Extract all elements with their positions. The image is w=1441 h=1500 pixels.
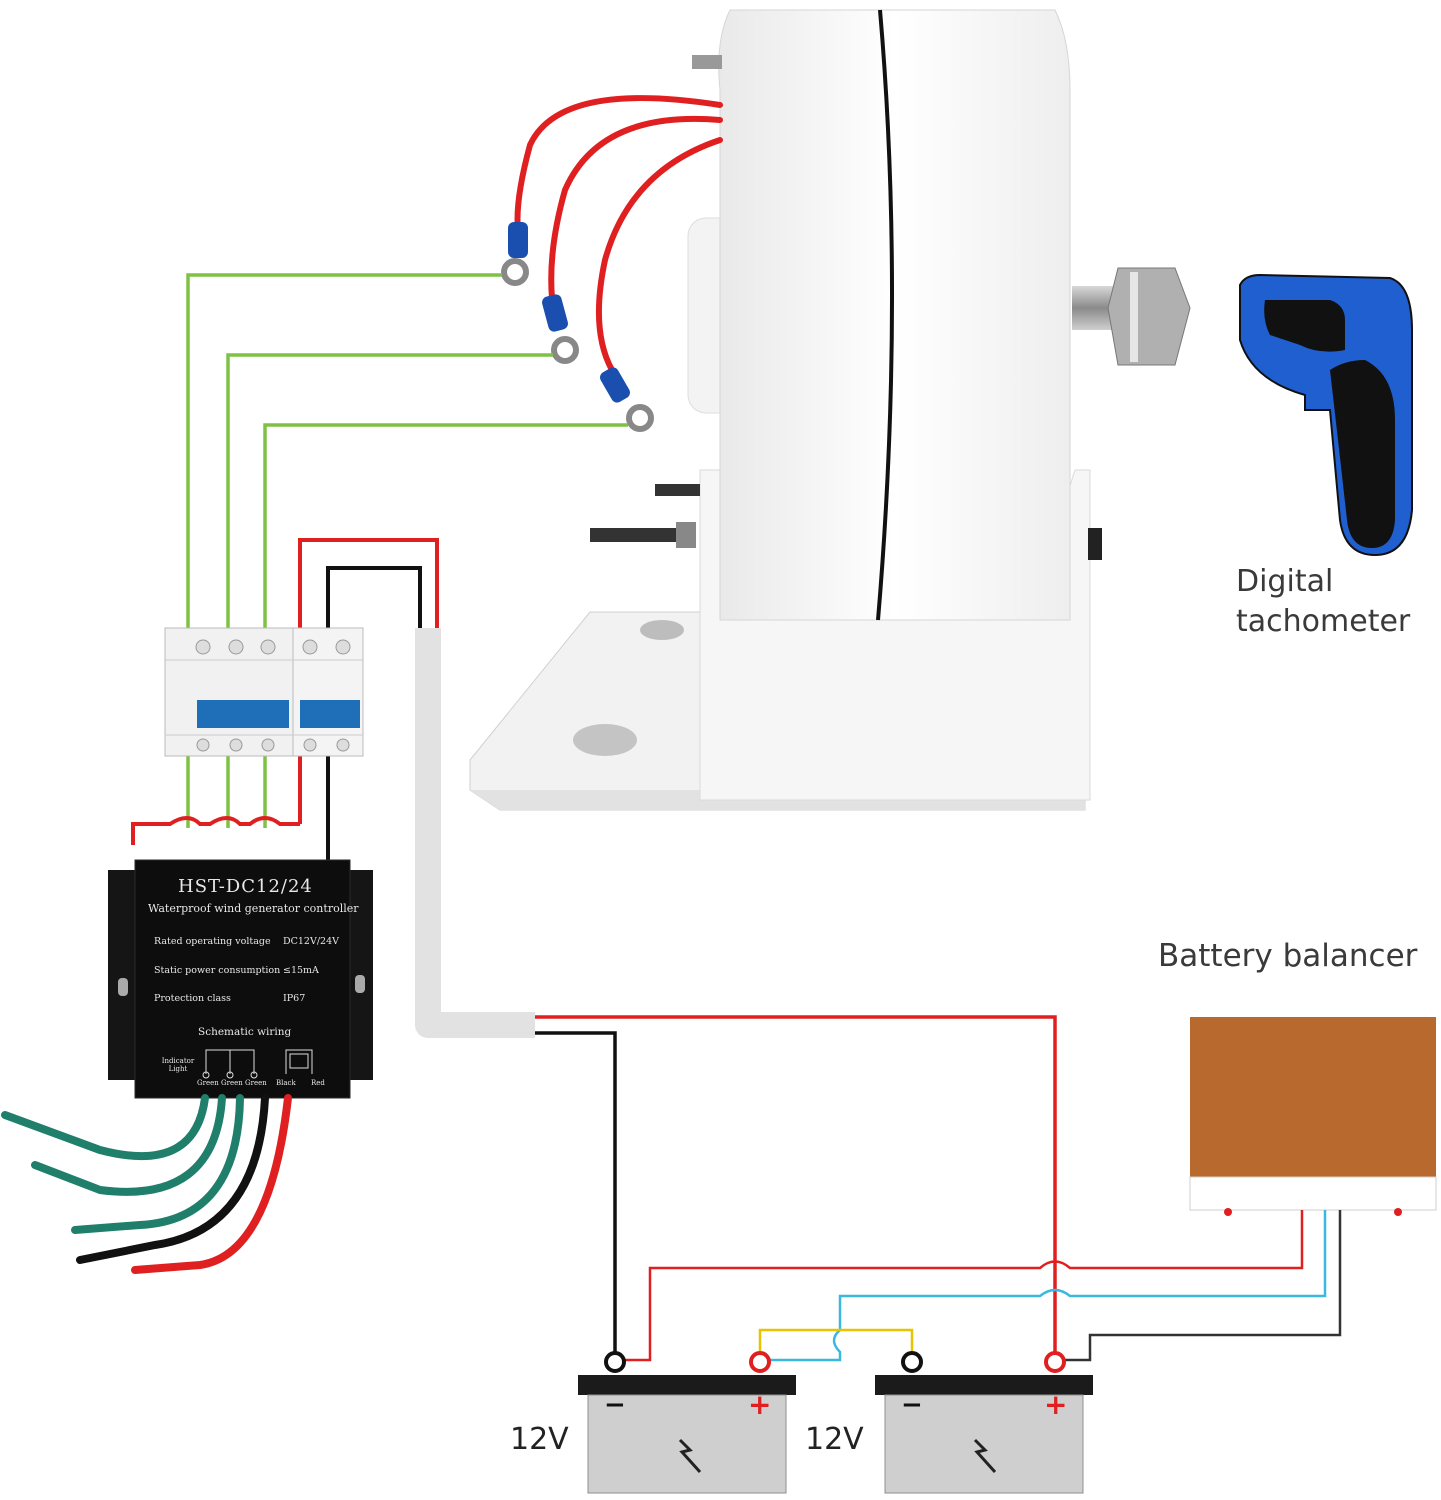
- battery-2-pos-sign: +: [1044, 1388, 1068, 1421]
- spec-name-voltage: Rated operating voltage: [154, 936, 271, 947]
- controller-lead-wires: [1, 1094, 292, 1274]
- spec-name-power: Static power consumption: [154, 965, 281, 976]
- terminal-green-1: Green: [197, 1079, 219, 1087]
- balancer-wires: [618, 1210, 1342, 1362]
- wind-controller: [108, 859, 373, 1099]
- controller-model: HST-DC12/24: [178, 876, 313, 897]
- spec-value-protection: IP67: [283, 993, 306, 1004]
- battery-1-voltage: 12V: [510, 1422, 569, 1457]
- spec-name-protection: Protection class: [154, 993, 231, 1004]
- tachometer-label: Digital tachometer: [1236, 562, 1410, 642]
- battery-1: [578, 1351, 796, 1494]
- generator-housing: [718, 9, 1071, 621]
- terminal-red: Red: [311, 1079, 325, 1087]
- spec-value-power: ≤15mA: [283, 965, 319, 976]
- circuit-breakers: [164, 627, 364, 757]
- generator-output-wires: [514, 95, 723, 373]
- battery-1-pos-sign: +: [748, 1388, 772, 1421]
- breaker-dc-wires: [131, 538, 439, 860]
- dc-output-cable: [415, 628, 535, 1038]
- battery-2-neg-sign: −: [901, 1390, 923, 1420]
- shaft-nut: [1107, 267, 1191, 366]
- tachometer-label-line1: Digital: [1236, 564, 1334, 599]
- battery-2: [875, 1351, 1093, 1494]
- battery-feed-wires: [535, 1015, 1057, 1355]
- wind-generator: [469, 9, 1191, 811]
- battery-balancer: [1189, 1017, 1437, 1216]
- tachometer-label-line2: tachometer: [1236, 604, 1411, 639]
- digital-tachometer: [1239, 273, 1413, 557]
- ring-terminals: [501, 222, 654, 432]
- controller-subtitle: Waterproof wind generator controller: [148, 902, 359, 915]
- terminal-black: Black: [276, 1079, 296, 1087]
- indicator-label: Indicator Light: [161, 1057, 195, 1073]
- spec-value-voltage: DC12V/24V: [283, 936, 339, 947]
- battery-1-neg-sign: −: [604, 1390, 626, 1420]
- schematic-symbols: [202, 1049, 313, 1079]
- terminal-green-3: Green: [245, 1079, 267, 1087]
- terminal-green-2: Green: [221, 1079, 243, 1087]
- schematic-title: Schematic wiring: [198, 1026, 292, 1038]
- battery-2-voltage: 12V: [805, 1422, 864, 1457]
- battery-balancer-label: Battery balancer: [1158, 938, 1418, 974]
